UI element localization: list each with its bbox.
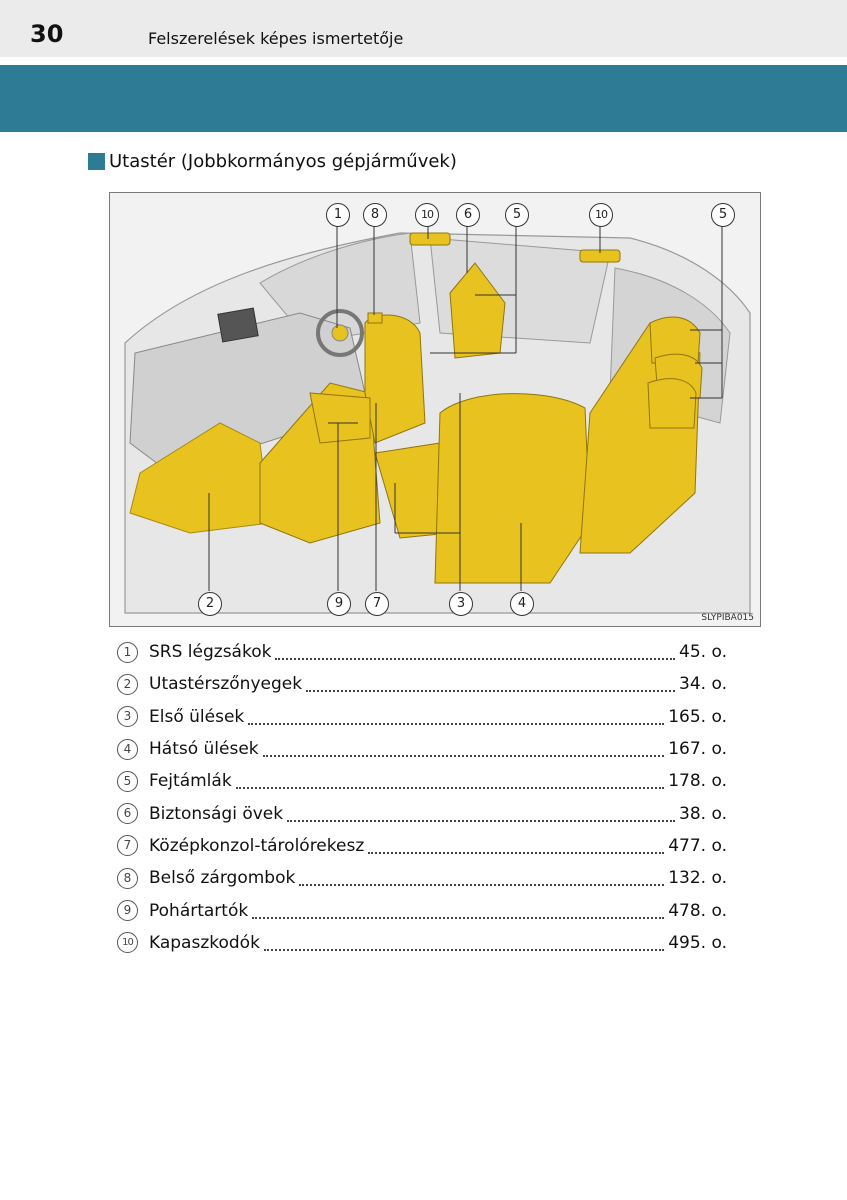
- legend-page-ref: 38. o.: [679, 803, 727, 824]
- leader-dots: [299, 884, 665, 887]
- legend-number: 5: [117, 770, 138, 792]
- interior-illustration: 1 8 10 6 5 10 5 2 9 7 3 4 SLYPIBA015: [109, 192, 761, 627]
- leader-dots: [263, 948, 665, 951]
- legend-label: Utastérszőnyegek: [149, 674, 303, 695]
- legend-page-ref: 34. o.: [679, 674, 727, 695]
- legend-number: 7: [117, 835, 138, 857]
- callout-3: 3: [449, 592, 473, 616]
- legend-number: 1: [117, 641, 138, 663]
- callout-5-front: 5: [505, 203, 529, 227]
- legend-number: 6: [117, 803, 138, 825]
- legend-row: 2 Utastérszőnyegek 34. o.: [117, 668, 727, 700]
- page-number: 30: [30, 20, 64, 48]
- legend-number: 10: [117, 932, 138, 954]
- legend-row: 5 Fejtámlák 178. o.: [117, 765, 727, 797]
- legend-label: Biztonsági övek: [149, 803, 284, 824]
- legend-label: Első ülések: [149, 706, 245, 727]
- figure-code: SLYPIBA015: [701, 613, 754, 623]
- callout-8: 8: [363, 203, 387, 227]
- legend-page-ref: 132. o.: [668, 868, 727, 889]
- callout-6: 6: [456, 203, 480, 227]
- callout-10-rear: 10: [589, 203, 613, 227]
- section-marker-icon: [88, 152, 105, 170]
- legend-row: 3 Első ülések 165. o.: [117, 701, 727, 733]
- leader-dots: [262, 755, 665, 758]
- legend-page-ref: 45. o.: [679, 642, 727, 663]
- callout-1: 1: [326, 203, 350, 227]
- callout-5-rear: 5: [711, 203, 735, 227]
- legend-number: 2: [117, 673, 138, 695]
- legend-row: 6 Biztonsági övek 38. o.: [117, 797, 727, 829]
- legend-number: 3: [117, 706, 138, 728]
- header-title: Felszerelések képes ismertetője: [148, 29, 404, 48]
- leader-dots: [275, 658, 676, 661]
- chapter-band: [0, 65, 847, 132]
- section-heading: Utastér (Jobbkormányos gépjárművek): [88, 150, 457, 172]
- legend-label: Pohártartók: [149, 900, 249, 921]
- callout-9: 9: [327, 592, 351, 616]
- legend-page-ref: 495. o.: [668, 932, 727, 953]
- section-title: Utastér (Jobbkormányos gépjárművek): [109, 150, 457, 172]
- callout-7: 7: [365, 592, 389, 616]
- callout-4: 4: [510, 592, 534, 616]
- legend-number: 4: [117, 738, 138, 760]
- leader-dots: [368, 851, 665, 854]
- leader-dots: [235, 787, 665, 790]
- leader-dots: [248, 722, 665, 725]
- leader-dots: [287, 819, 676, 822]
- legend-page-ref: 478. o.: [668, 900, 727, 921]
- legend-label: Kapaszkodók: [149, 932, 260, 953]
- legend-row: 4 Hátsó ülések 167. o.: [117, 733, 727, 765]
- legend-page-ref: 167. o.: [668, 739, 727, 760]
- callout-2: 2: [198, 592, 222, 616]
- legend-number: 8: [117, 867, 138, 889]
- legend-number: 9: [117, 900, 138, 922]
- legend-label: Belső zárgombok: [149, 868, 296, 889]
- leader-dots: [252, 916, 665, 919]
- legend-page-ref: 178. o.: [668, 771, 727, 792]
- legend-label: Középkonzol-tárolórekesz: [149, 835, 365, 856]
- legend-row: 9 Pohártartók 478. o.: [117, 894, 727, 926]
- header-bar: [0, 0, 847, 57]
- legend-row: 1 SRS légzsákok 45. o.: [117, 636, 727, 668]
- legend-row: 8 Belső zárgombok 132. o.: [117, 862, 727, 894]
- legend-label: Fejtámlák: [149, 771, 232, 792]
- leader-dots: [306, 690, 676, 693]
- legend-page-ref: 477. o.: [668, 835, 727, 856]
- legend-label: SRS légzsákok: [149, 642, 272, 663]
- legend-row: 10 Kapaszkodók 495. o.: [117, 927, 727, 959]
- legend-list: 1 SRS légzsákok 45. o. 2 Utastérszőnyege…: [117, 636, 727, 959]
- legend-row: 7 Középkonzol-tárolórekesz 477. o.: [117, 830, 727, 862]
- callout-10-front: 10: [415, 203, 439, 227]
- legend-page-ref: 165. o.: [668, 706, 727, 727]
- legend-label: Hátsó ülések: [149, 739, 259, 760]
- car-interior-drawing: [124, 226, 751, 614]
